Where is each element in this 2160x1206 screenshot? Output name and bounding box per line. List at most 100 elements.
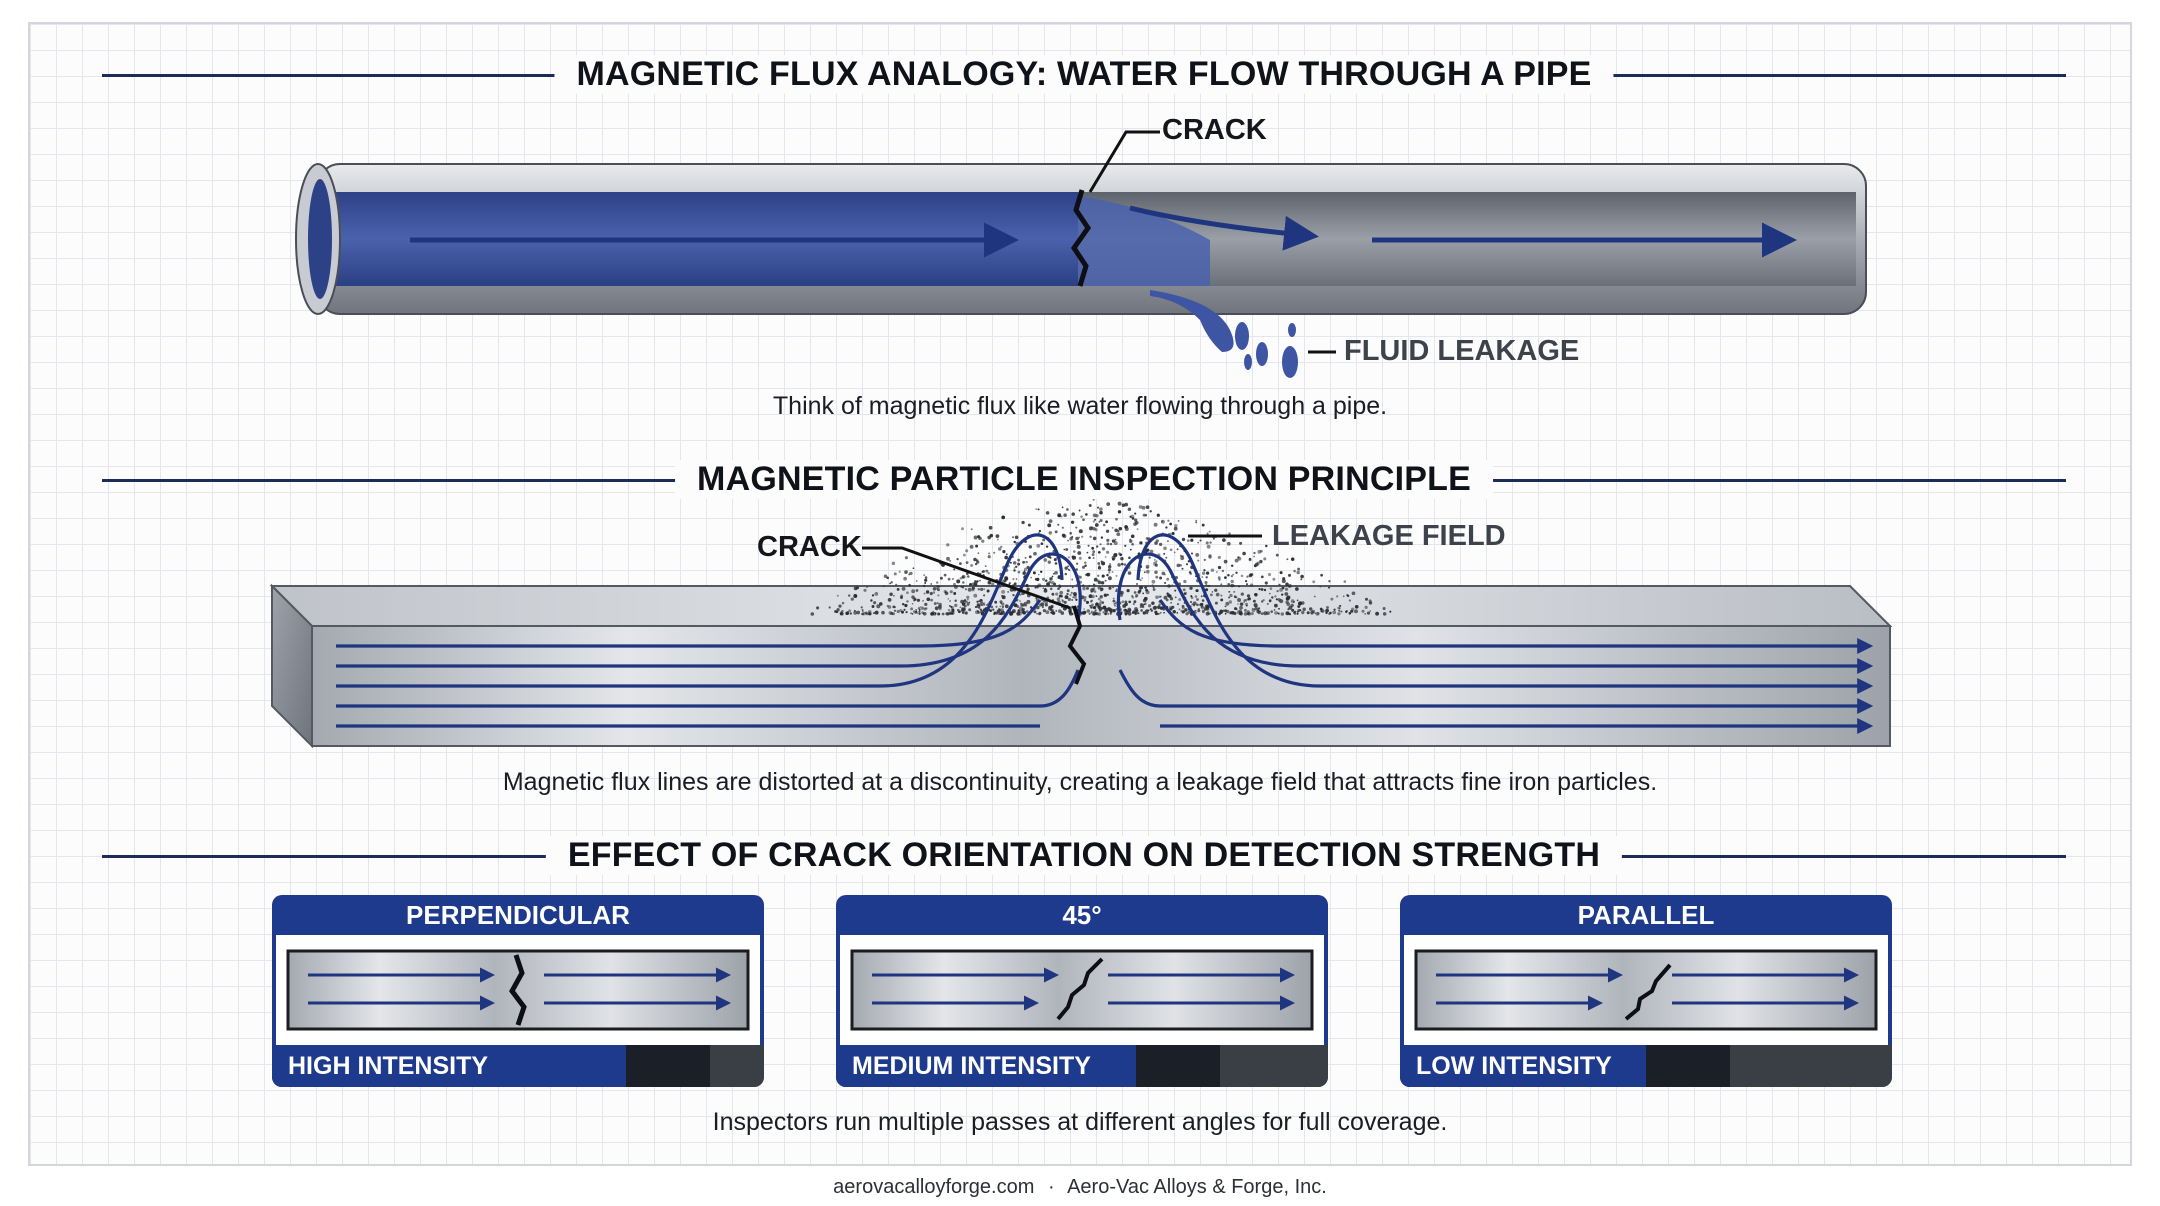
iron-particle (1089, 605, 1094, 609)
iron-particle (1266, 602, 1269, 605)
iron-particle (1149, 549, 1154, 554)
iron-particle (975, 544, 979, 548)
iron-particle (1234, 607, 1237, 611)
iron-particle (1131, 611, 1135, 614)
iron-particle (1293, 610, 1297, 614)
iron-particle (1248, 573, 1253, 578)
iron-particle (1229, 593, 1233, 598)
iron-particle (910, 612, 912, 615)
iron-particle (886, 604, 889, 607)
iron-particle (923, 584, 926, 588)
iron-particle (1298, 601, 1302, 606)
iron-particle (1295, 587, 1299, 591)
iron-particle (1203, 606, 1206, 610)
intensity-label: HIGH INTENSITY (288, 1052, 489, 1080)
iron-particle (937, 594, 940, 597)
orientation-caption: Inspectors run multiple passes at differ… (712, 1108, 1448, 1136)
footer-site-link[interactable]: aerovacalloyforge.com (833, 1176, 1035, 1198)
iron-particle (1190, 596, 1194, 599)
iron-particle (898, 570, 901, 573)
iron-particle (1151, 579, 1156, 584)
iron-particle (873, 601, 877, 605)
iron-particle (917, 607, 921, 610)
iron-particle (1224, 576, 1227, 579)
iron-particle (1120, 562, 1124, 566)
iron-particle (1050, 604, 1054, 609)
iron-particle (1153, 605, 1158, 610)
iron-particle (1233, 595, 1237, 598)
iron-particle (1041, 605, 1045, 609)
iron-particle (1083, 598, 1087, 602)
iron-particle (1098, 602, 1102, 606)
iron-particle (1038, 529, 1042, 533)
iron-particle (1286, 611, 1290, 614)
iron-particle (1092, 550, 1096, 554)
iron-particle (1069, 593, 1072, 597)
iron-particle (1201, 571, 1206, 575)
iron-particle (947, 577, 951, 581)
iron-particle (1111, 571, 1114, 573)
pipe-section-title: MAGNETIC FLUX ANALOGY: WATER FLOW THROUG… (554, 55, 1614, 94)
iron-particle (1102, 611, 1105, 614)
iron-particle (1343, 580, 1347, 583)
iron-particle (1063, 513, 1067, 517)
iron-particle (1071, 512, 1075, 516)
iron-particle (1136, 583, 1138, 585)
iron-particle (1061, 526, 1064, 529)
iron-particle (879, 602, 883, 606)
iron-particle (1097, 550, 1101, 554)
iron-particle (890, 611, 894, 616)
iron-particle (973, 593, 978, 598)
iron-particle (1036, 544, 1041, 548)
iron-particle (1019, 600, 1021, 602)
intensity-fill (1400, 1045, 1646, 1087)
iron-particle (1319, 585, 1322, 588)
iron-particle (1244, 579, 1248, 583)
flux-line (1118, 669, 1161, 708)
iron-particle (1043, 588, 1048, 593)
iron-particle (1127, 607, 1132, 612)
iron-particle (1163, 546, 1167, 551)
iron-particle (1254, 605, 1258, 609)
iron-particle (926, 597, 931, 602)
iron-particle (1144, 586, 1147, 589)
iron-particle (1260, 588, 1264, 591)
iron-particle (906, 600, 909, 603)
iron-particle (1205, 584, 1208, 586)
iron-particle (1137, 590, 1141, 594)
iron-particle (936, 581, 939, 584)
iron-particle (1302, 607, 1306, 612)
iron-particle (925, 590, 930, 594)
iron-particle (1243, 612, 1248, 616)
iron-particle (1268, 592, 1271, 595)
iron-particle (1195, 519, 1198, 522)
iron-particle (1089, 600, 1093, 603)
iron-particle (995, 605, 998, 608)
iron-particle (1002, 595, 1005, 598)
iron-particle (1091, 546, 1095, 550)
iron-particle (1108, 565, 1112, 569)
iron-particle (1275, 553, 1279, 557)
iron-particle (1163, 573, 1167, 576)
iron-particle (1014, 565, 1018, 569)
iron-particle (1097, 506, 1099, 509)
iron-particle (1035, 508, 1038, 511)
iron-particle (1151, 584, 1154, 587)
intensity-bar: LOW INTENSITY (1400, 1045, 1892, 1087)
iron-particle (838, 604, 842, 608)
iron-particle (1007, 591, 1009, 593)
iron-particle (1057, 523, 1060, 526)
iron-particle (1284, 592, 1289, 596)
iron-particle (1183, 592, 1187, 595)
iron-particle (1254, 592, 1258, 597)
iron-particle (1147, 604, 1152, 608)
iron-particle (1111, 527, 1114, 529)
iron-particle (964, 588, 967, 591)
iron-particle (1189, 600, 1193, 604)
iron-particle (1071, 586, 1074, 589)
iron-particle (963, 553, 966, 557)
iron-particle (1235, 571, 1238, 574)
iron-particle (1021, 610, 1024, 613)
iron-particle (1084, 564, 1087, 568)
card-bar-diagram (286, 949, 750, 1031)
